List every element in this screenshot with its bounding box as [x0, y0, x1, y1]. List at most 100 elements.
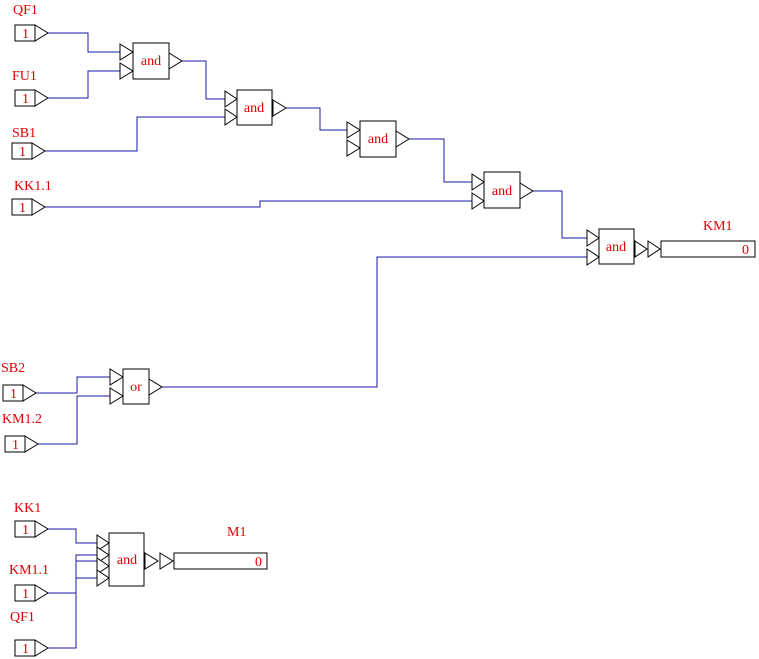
gate-and-4[interactable]: and: [471, 171, 534, 210]
input-km1-2[interactable]: KM1.2 1: [2, 412, 42, 453]
wires: [36, 32, 587, 649]
gate-or-1-output-pin: [148, 378, 163, 396]
input-km1-2-value: 1: [12, 438, 19, 453]
wire-km11-to-and6: [48, 560, 97, 594]
gate-and-3-output-pin: [395, 130, 410, 148]
input-sb2-value: 1: [10, 387, 17, 402]
gate-and-4-output-pin: [519, 182, 534, 200]
gate-and-6[interactable]: and: [96, 532, 174, 587]
wire-sb2-to-or1: [36, 376, 110, 394]
gate-and-6-input-pin: [96, 546, 110, 564]
gate-and-1[interactable]: and: [119, 42, 183, 80]
input-qf1[interactable]: QF1 1: [13, 3, 49, 42]
gate-and-6-output-pin: [159, 552, 174, 570]
input-km1-1-value: 1: [22, 587, 29, 602]
input-kk1-value: 1: [22, 523, 29, 538]
wire-km11-to-and6-b: [75, 554, 97, 561]
wire-qf1-to-and1: [48, 32, 120, 53]
input-km1-1[interactable]: KM1.1 1: [9, 563, 49, 602]
gate-or-1-input-pin: [109, 368, 124, 386]
input-sb1-value: 1: [19, 145, 26, 160]
gate-and-4-input-pin: [471, 192, 485, 210]
gate-or-1-body[interactable]: [122, 368, 150, 405]
output-km1-display[interactable]: [660, 240, 756, 258]
wire-sb1-to-and2: [45, 116, 225, 152]
input-km1-2-label: KM1.2: [2, 412, 42, 427]
gate-and-6-label: and: [117, 553, 137, 568]
input-qf1-output-pin: [34, 24, 49, 42]
gate-and-2-input-pin: [224, 90, 238, 108]
gate-and-3-input-pin: [346, 121, 361, 139]
gate-and-1-input-pin: [119, 62, 134, 80]
input-fu1[interactable]: FU1 1: [12, 69, 49, 107]
gate-and-2[interactable]: and: [224, 89, 287, 126]
gate-and-4-label: and: [492, 184, 512, 199]
input-sb1[interactable]: SB1 1: [11, 126, 46, 160]
input-sb2[interactable]: SB2 1: [1, 361, 37, 402]
gate-and-2-input-pin: [224, 108, 238, 126]
wire-qf1b-to-and6: [48, 577, 97, 649]
input-km1-2-output-pin: [24, 435, 39, 453]
input-sb2-output-pin: [22, 384, 37, 402]
gate-and-5-input-pin: [586, 248, 600, 266]
input-qf1-bottom[interactable]: QF1 1: [10, 610, 49, 657]
input-kk1-label: KK1: [14, 501, 41, 516]
gate-and-5[interactable]: and: [586, 228, 661, 266]
gate-and-5-label: and: [606, 240, 626, 255]
output-m1-display[interactable]: [173, 552, 268, 570]
gate-and-6-output-pin: [144, 552, 159, 570]
input-km1-1-output-pin: [34, 584, 49, 602]
input-km1-1-label: KM1.1: [9, 563, 49, 578]
input-qf1-bottom-value: 1: [22, 642, 29, 657]
input-kk1-output-pin: [34, 520, 49, 538]
gate-and-6-input-pin: [96, 557, 110, 575]
gate-and-2-output-pin: [272, 99, 287, 117]
output-m1-label: M1: [227, 525, 246, 540]
gate-and-5-body[interactable]: [598, 228, 635, 265]
input-fu1-value: 1: [22, 92, 29, 107]
input-qf1-value: 1: [22, 27, 29, 42]
gate-and-4-input-pin: [471, 173, 485, 191]
input-qf1-label: QF1: [13, 3, 38, 18]
gate-and-6-body[interactable]: [108, 532, 145, 587]
wire-and1-to-and2: [182, 60, 225, 100]
gate-and-2-label: and: [244, 101, 264, 116]
gate-and-3-body[interactable]: [359, 120, 397, 158]
input-fu1-label: FU1: [12, 69, 37, 84]
input-sb1-label: SB1: [12, 126, 36, 141]
gate-or-1-input-pin: [109, 387, 124, 405]
wire-or1-to-and5: [162, 256, 587, 388]
input-kk1-1-label: KK1.1: [14, 179, 52, 194]
wire-kk11-to-and4: [45, 200, 472, 208]
gate-and-3[interactable]: and: [346, 120, 410, 158]
gate-and-6-input-pin: [96, 569, 110, 587]
gate-and-1-label: and: [141, 54, 161, 69]
input-kk1[interactable]: KK1 1: [14, 501, 49, 538]
wire-and2-to-and3: [286, 107, 347, 131]
input-sb1-output-pin: [31, 142, 46, 160]
gate-and-1-output-pin: [168, 52, 183, 70]
gate-and-1-body[interactable]: [132, 42, 170, 80]
output-m1-value: 0: [255, 555, 262, 570]
wire-fu1-to-and1: [48, 70, 120, 99]
output-m1[interactable]: M1 0: [173, 525, 268, 570]
gate-or-1-label: or: [130, 380, 142, 395]
output-km1-label: KM1: [703, 219, 733, 234]
gate-and-5-output-pin: [634, 240, 648, 258]
input-kk1-1-value: 1: [19, 201, 26, 216]
input-fu1-output-pin: [34, 89, 49, 107]
gate-and-2-body[interactable]: [236, 89, 273, 126]
output-km1[interactable]: KM1 0: [660, 219, 756, 258]
input-qf1-bottom-output-pin: [34, 639, 49, 657]
wire-km12-to-or1: [38, 395, 110, 445]
input-kk1-1[interactable]: KK1.1 1: [11, 179, 52, 216]
gate-and-3-input-pin: [346, 139, 361, 157]
gate-or-1[interactable]: or: [109, 368, 163, 405]
input-qf1-bottom-label: QF1: [10, 610, 35, 625]
gate-and-5-output-pin: [647, 240, 661, 258]
gate-and-4-body[interactable]: [483, 171, 521, 209]
gate-and-5-input-pin: [586, 229, 600, 247]
input-sb2-label: SB2: [1, 361, 25, 376]
wire-kk1-to-and6: [48, 528, 97, 544]
